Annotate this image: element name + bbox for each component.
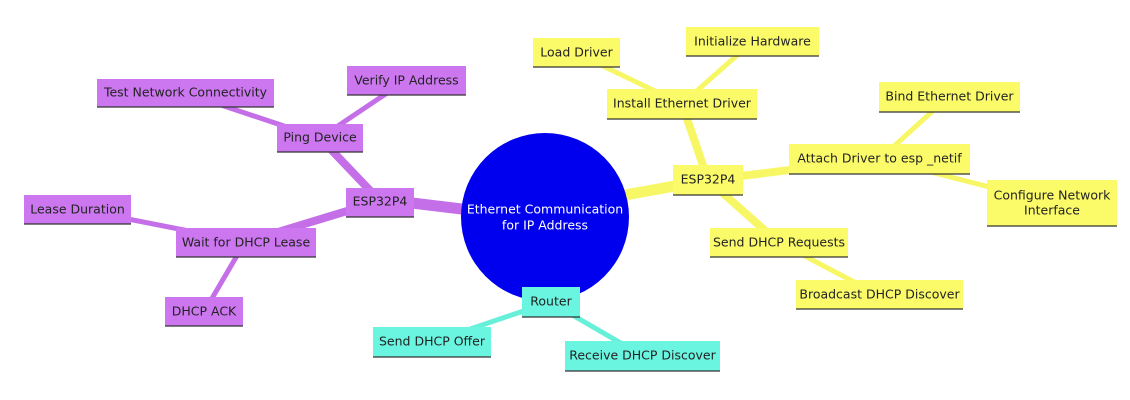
node-install-ethernet-driver: Install Ethernet Driver xyxy=(607,89,757,120)
node-load-driver-label: Load Driver xyxy=(540,45,613,60)
node-load-driver: Load Driver xyxy=(533,38,620,68)
node-lease-duration: Lease Duration xyxy=(24,195,131,225)
node-configure-label-line1: Configure Network xyxy=(994,188,1112,203)
node-esp32-left: ESP32P4 xyxy=(346,188,414,218)
node-bind-driver-label: Bind Ethernet Driver xyxy=(885,89,1014,104)
node-wait-dhcp-lease-label: Wait for DHCP Lease xyxy=(182,235,311,250)
node-attach-driver-label: Attach Driver to esp _netif xyxy=(797,151,962,166)
root-label-line2: for IP Address xyxy=(502,218,588,233)
node-bind-ethernet-driver: Bind Ethernet Driver xyxy=(879,82,1020,113)
node-init-hardware-label: Initialize Hardware xyxy=(694,34,811,49)
root-label-line1: Ethernet Communication xyxy=(467,202,623,217)
node-install-driver-label: Install Ethernet Driver xyxy=(613,96,752,111)
node-lease-duration-label: Lease Duration xyxy=(30,202,125,217)
root-node: Ethernet Communication for IP Address xyxy=(461,133,629,301)
node-broadcast-dhcp-discover: Broadcast DHCP Discover xyxy=(796,280,963,310)
node-initialize-hardware: Initialize Hardware xyxy=(686,27,819,57)
node-dhcp-ack-label: DHCP ACK xyxy=(172,304,237,319)
node-verify-ip-label: Verify IP Address xyxy=(354,73,458,88)
node-router-label: Router xyxy=(530,294,572,309)
node-receive-discover-label: Receive DHCP Discover xyxy=(569,348,716,363)
node-ping-device: Ping Device xyxy=(277,124,363,153)
node-send-dhcp-offer: Send DHCP Offer xyxy=(373,327,491,358)
node-wait-dhcp-lease: Wait for DHCP Lease xyxy=(176,228,316,258)
node-broadcast-discover-label: Broadcast DHCP Discover xyxy=(799,287,960,302)
node-test-network-connectivity: Test Network Connectivity xyxy=(97,79,274,108)
node-send-offer-label: Send DHCP Offer xyxy=(379,334,486,349)
node-receive-dhcp-discover: Receive DHCP Discover xyxy=(565,341,720,372)
node-configure-network-interface: Configure Network Interface xyxy=(987,180,1117,227)
root-circle xyxy=(461,133,629,301)
node-test-network-label: Test Network Connectivity xyxy=(103,85,268,100)
node-ping-device-label: Ping Device xyxy=(283,130,357,145)
node-configure-label-line2: Interface xyxy=(1024,203,1080,218)
node-router: Router xyxy=(522,287,580,318)
node-dhcp-ack: DHCP ACK xyxy=(165,297,243,327)
node-send-dhcp-requests-label: Send DHCP Requests xyxy=(713,235,845,250)
node-send-dhcp-requests: Send DHCP Requests xyxy=(710,228,848,258)
node-esp32-right-label: ESP32P4 xyxy=(681,172,736,187)
node-esp32-right: ESP32P4 xyxy=(673,165,743,196)
edge-root-esp32-left xyxy=(406,197,476,216)
node-esp32-left-label: ESP32P4 xyxy=(353,194,408,209)
node-verify-ip-address: Verify IP Address xyxy=(347,66,466,96)
node-attach-driver: Attach Driver to esp _netif xyxy=(789,144,970,175)
